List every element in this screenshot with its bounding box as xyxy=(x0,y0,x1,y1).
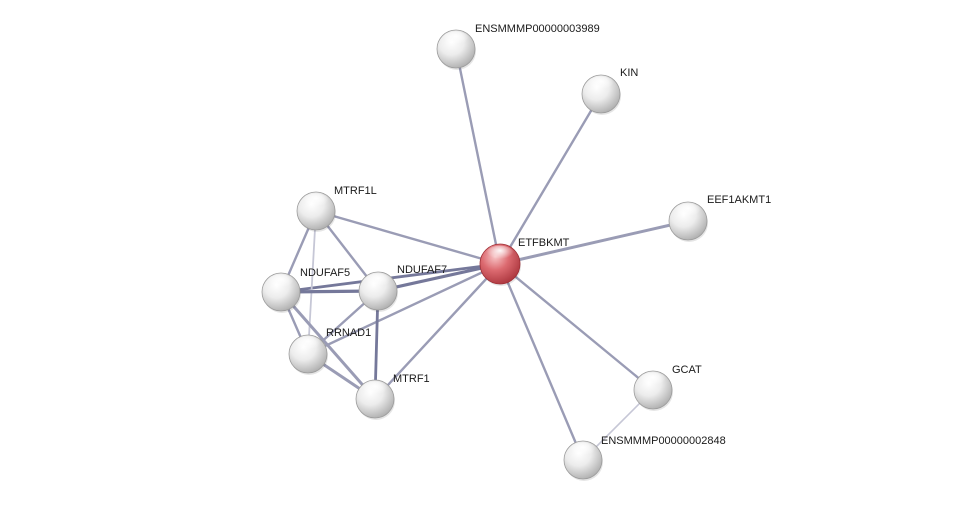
node-label-kin: KIN xyxy=(620,67,638,79)
edge-mtrf1l-rrnad1[interactable] xyxy=(307,210,317,355)
node-highlight xyxy=(361,381,389,398)
node-label-eef1akmt1: EEF1AKMT1 xyxy=(707,194,771,206)
edge-ndufaf5-mtrf1[interactable] xyxy=(279,290,377,401)
node-rrnad1[interactable]: RRNAD1 xyxy=(288,327,371,375)
node-label-etfbkmt: ETFBKMT xyxy=(518,237,570,249)
edge-etfbkmt-mtrf1l[interactable] xyxy=(314,209,502,266)
node-highlight xyxy=(364,273,392,290)
node-highlight xyxy=(587,76,615,93)
node-highlight xyxy=(569,442,597,459)
node-ensmmmp00000003989[interactable]: ENSMMMP00000003989 xyxy=(436,23,600,70)
node-highlight xyxy=(442,31,470,48)
edge-etfbkmt-ensmmmp00000002848[interactable] xyxy=(498,262,585,462)
node-gcat[interactable]: GCAT xyxy=(633,364,702,411)
node-label-ensmmmp00000002848: ENSMMMP00000002848 xyxy=(601,435,726,447)
node-label-mtrf1: MTRF1 xyxy=(393,373,430,385)
node-eef1akmt1[interactable]: EEF1AKMT1 xyxy=(668,194,771,242)
node-ndufaf7[interactable]: NDUFAF7 xyxy=(358,264,447,312)
node-ndufaf5[interactable]: NDUFAF5 xyxy=(261,267,350,313)
edge-etfbkmt-ndufaf7[interactable] xyxy=(376,262,502,293)
node-label-ensmmmp00000003989: ENSMMMP00000003989 xyxy=(475,23,600,35)
node-etfbkmt[interactable]: ETFBKMT xyxy=(479,237,570,286)
node-highlight xyxy=(486,245,514,263)
edge-etfbkmt-eef1akmt1[interactable] xyxy=(498,219,690,266)
edge-etfbkmt-ensmmmp00000003989[interactable] xyxy=(454,47,502,266)
node-highlight xyxy=(639,372,667,389)
edge-etfbkmt-gcat[interactable] xyxy=(498,262,655,392)
nodes-layer: ETFBKMTENSMMMP00000003989KINEEF1AKMT1MTR… xyxy=(261,23,771,481)
node-label-ndufaf5: NDUFAF5 xyxy=(300,267,350,279)
node-mtrf1l[interactable]: MTRF1L xyxy=(296,185,377,232)
node-highlight xyxy=(267,274,295,291)
edge-etfbkmt-mtrf1[interactable] xyxy=(373,262,502,401)
node-label-mtrf1l: MTRF1L xyxy=(334,185,377,197)
node-label-rrnad1: RRNAD1 xyxy=(326,327,371,339)
node-highlight xyxy=(294,336,322,353)
node-label-gcat: GCAT xyxy=(672,364,702,376)
node-mtrf1[interactable]: MTRF1 xyxy=(355,373,430,420)
node-kin[interactable]: KIN xyxy=(581,67,638,115)
edge-etfbkmt-kin[interactable] xyxy=(498,92,603,266)
node-label-ndufaf7: NDUFAF7 xyxy=(397,264,447,276)
node-ensmmmp00000002848[interactable]: ENSMMMP00000002848 xyxy=(563,435,726,481)
node-highlight xyxy=(302,193,330,210)
edge-etfbkmt-rrnad1[interactable] xyxy=(306,262,502,356)
node-highlight xyxy=(674,203,702,220)
